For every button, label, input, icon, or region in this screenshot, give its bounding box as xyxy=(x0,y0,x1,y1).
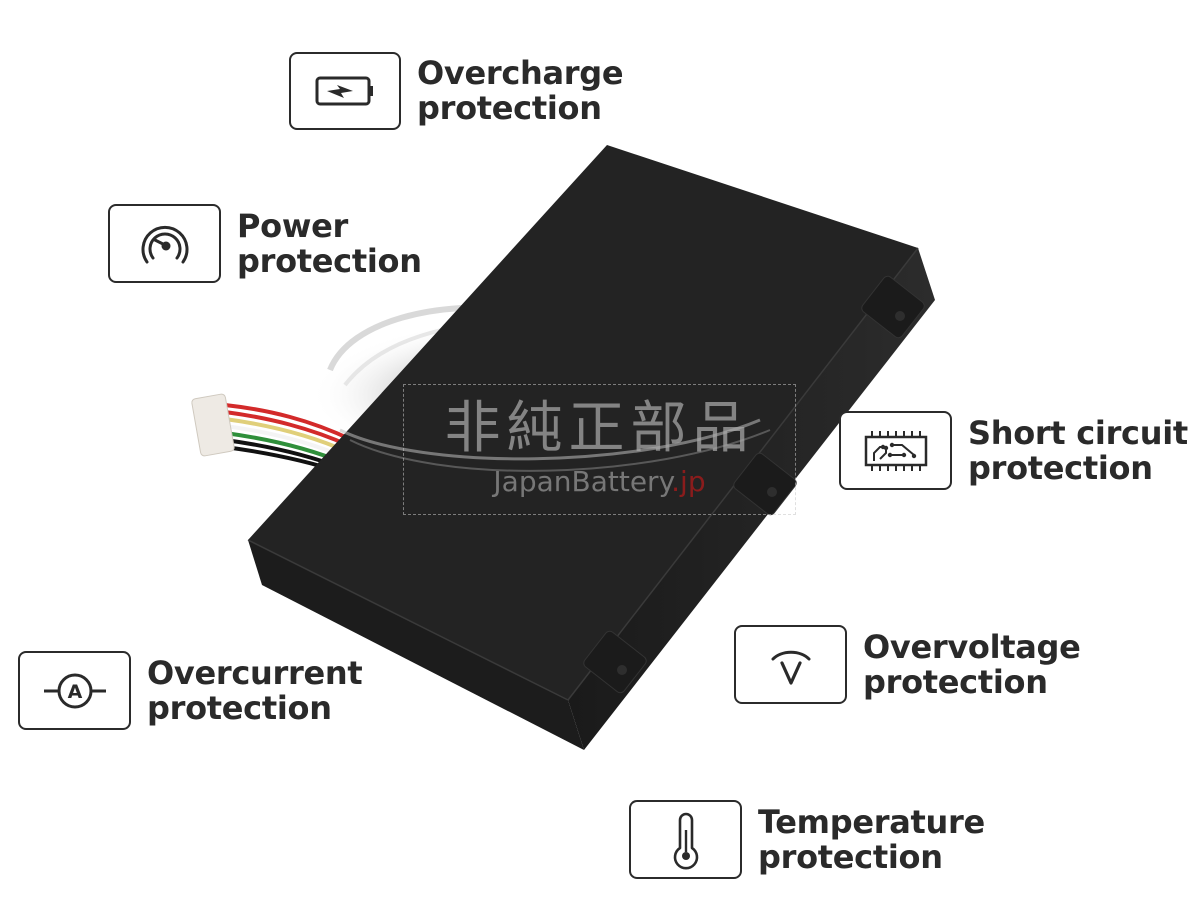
feature-temperature: Temperature protection xyxy=(629,800,985,879)
feature-overcurrent-icon-box: A xyxy=(18,651,131,730)
feature-short-circuit-icon-box xyxy=(839,411,952,490)
feature-short-circuit-label: Short circuit protection xyxy=(968,413,1188,487)
feature-power-label: Power protection xyxy=(237,206,422,280)
feature-overcurrent: A Overcurrent protection xyxy=(18,651,363,730)
battery-top-face xyxy=(248,145,918,700)
ammeter-icon: A xyxy=(43,673,106,708)
mounting-tabs xyxy=(583,275,925,694)
feature-overvoltage-label: Overvoltage protection xyxy=(863,627,1081,701)
feature-overcharge-label: Overcharge protection xyxy=(417,54,624,127)
battery-cable xyxy=(191,393,353,474)
feature-power: Power protection xyxy=(108,204,422,283)
feature-overvoltage: Overvoltage protection xyxy=(734,625,1081,704)
gauge-icon xyxy=(141,225,188,263)
voltmeter-icon xyxy=(771,650,810,685)
feature-short-circuit: Short circuit protection xyxy=(839,411,1188,490)
feature-temperature-icon-box xyxy=(629,800,742,879)
thermometer-icon xyxy=(673,812,698,869)
feature-overcurrent-label: Overcurrent protection xyxy=(147,653,363,727)
feature-overcharge-icon-box xyxy=(289,52,401,130)
feature-overvoltage-icon-box xyxy=(734,625,847,704)
feature-power-icon-box xyxy=(108,204,221,283)
svg-text:A: A xyxy=(67,681,82,703)
feature-overcharge: Overcharge protection xyxy=(289,52,624,130)
circuit-chip-icon xyxy=(864,430,927,471)
battery-charge-icon xyxy=(315,76,373,106)
feature-temperature-label: Temperature protection xyxy=(758,802,985,876)
